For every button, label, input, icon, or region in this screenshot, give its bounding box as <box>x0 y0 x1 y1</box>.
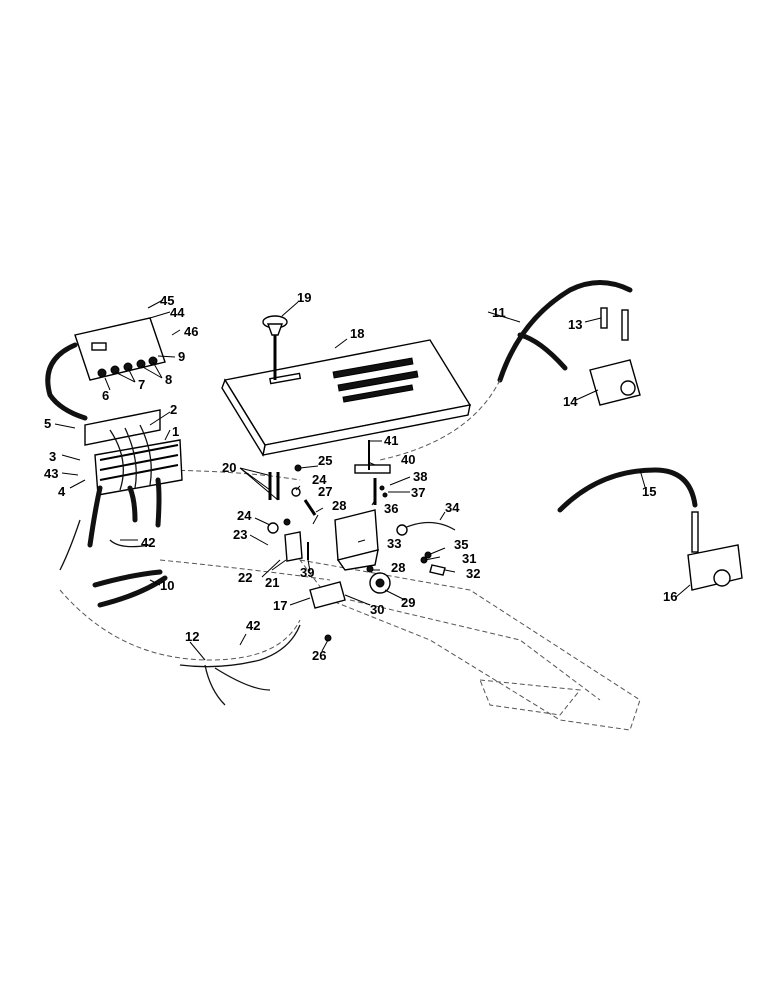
cable-15 <box>557 467 699 553</box>
console-plate <box>221 339 472 457</box>
small-hardware <box>267 464 446 642</box>
callout-7: 7 <box>138 377 145 392</box>
callout-31: 31 <box>462 551 476 566</box>
callout-26: 26 <box>312 648 326 663</box>
grommet-29 <box>369 572 391 594</box>
wiring-harnesses <box>45 342 301 706</box>
callout-10: 10 <box>160 578 174 593</box>
callout-42b: 42 <box>246 618 260 633</box>
callout-18: 18 <box>350 326 364 341</box>
instrument-panel <box>74 317 166 381</box>
callout-33: 33 <box>387 536 401 551</box>
callout-17: 17 <box>273 598 287 613</box>
springs-20 <box>268 472 280 500</box>
callout-45: 45 <box>160 293 174 308</box>
callout-34: 34 <box>445 500 460 515</box>
callout-2: 2 <box>170 402 177 417</box>
callout-38: 38 <box>413 469 427 484</box>
block-17 <box>309 581 346 609</box>
callout-23: 23 <box>233 527 247 542</box>
shift-knob <box>262 315 288 380</box>
callout-21: 21 <box>265 575 279 590</box>
callout-37: 37 <box>411 485 425 500</box>
callout-1: 1 <box>172 424 179 439</box>
callout-20: 20 <box>222 460 236 475</box>
cable-11 <box>379 280 633 461</box>
callout-11: 11 <box>492 305 506 320</box>
callout-16: 16 <box>663 589 677 604</box>
callout-labels: 1 2 3 4 5 6 7 8 9 10 11 12 13 14 15 16 1… <box>44 290 677 663</box>
callout-42a: 42 <box>141 535 155 550</box>
callout-24b: 24 <box>312 472 327 487</box>
callout-46: 46 <box>184 324 198 339</box>
callout-14: 14 <box>563 394 578 409</box>
terminal-block <box>84 409 183 496</box>
wire-34 <box>396 521 456 536</box>
callout-44: 44 <box>170 305 185 320</box>
callout-25: 25 <box>318 453 332 468</box>
callout-28b: 28 <box>391 560 405 575</box>
callout-40: 40 <box>401 452 415 467</box>
callout-6: 6 <box>102 388 109 403</box>
callout-8: 8 <box>165 372 172 387</box>
switch-16 <box>687 544 743 591</box>
callout-27: 27 <box>318 484 332 499</box>
callout-43: 43 <box>44 466 58 481</box>
callout-22: 22 <box>238 570 252 585</box>
callout-9: 9 <box>178 349 185 364</box>
callout-19: 19 <box>297 290 311 305</box>
block-21 <box>284 531 303 562</box>
callout-24a: 24 <box>237 508 252 523</box>
callout-29: 29 <box>401 595 415 610</box>
leader-lines <box>54 299 691 661</box>
callout-28a: 28 <box>332 498 346 513</box>
callout-30: 30 <box>370 602 384 617</box>
callout-12: 12 <box>185 629 199 644</box>
callout-32: 32 <box>466 566 480 581</box>
callout-41: 41 <box>384 433 398 448</box>
callout-5: 5 <box>44 416 51 431</box>
bracket-33 <box>334 509 379 571</box>
callout-35: 35 <box>454 537 468 552</box>
callout-13: 13 <box>568 317 582 332</box>
callout-36: 36 <box>384 501 398 516</box>
callout-15: 15 <box>642 484 656 499</box>
callout-3: 3 <box>49 449 56 464</box>
callout-39: 39 <box>300 565 314 580</box>
switch-14 <box>589 307 641 406</box>
frame-outline <box>59 469 641 731</box>
callout-4: 4 <box>58 484 66 499</box>
